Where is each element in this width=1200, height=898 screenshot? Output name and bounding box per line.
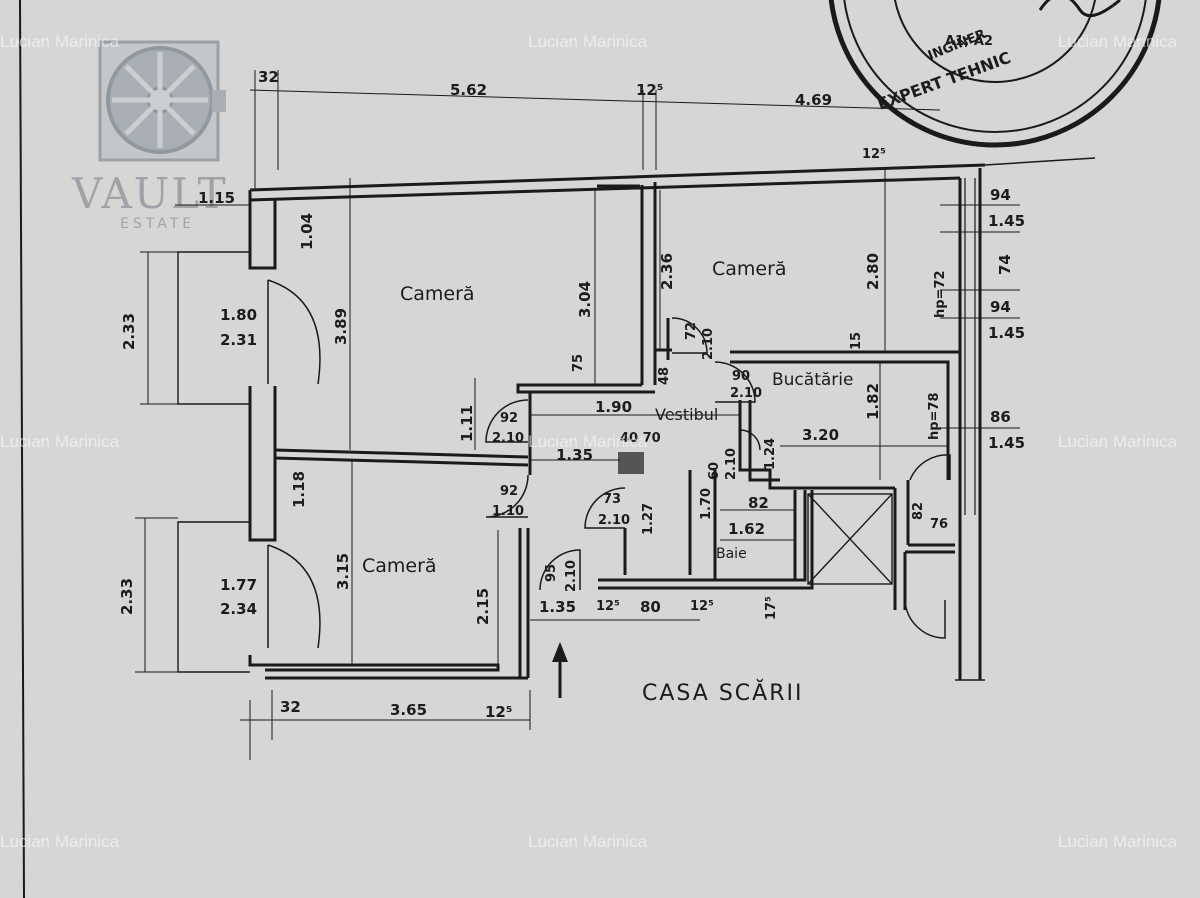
dim-mid-111: 1.11 bbox=[458, 405, 476, 442]
dim-left-231: 2.31 bbox=[220, 331, 257, 349]
engineer-stamp: INGINER EXPERT TEHNIC A1; A2 bbox=[828, 0, 1162, 148]
dim-r-86: 86 bbox=[990, 408, 1011, 426]
dim-left-180: 1.80 bbox=[220, 306, 257, 324]
dimension-labels: 32 5.62 12⁵ 4.69 12⁵ 1.15 1.04 2.33 1.80… bbox=[118, 68, 1025, 721]
dim-r-145a: 1.45 bbox=[988, 212, 1025, 230]
dim-left-118: 1.18 bbox=[290, 471, 308, 508]
entrance-arrow-icon bbox=[552, 642, 568, 698]
dim-left-234: 2.34 bbox=[220, 600, 257, 618]
dim-mid-236: 2.36 bbox=[658, 253, 676, 290]
dim-mid-82: 82 bbox=[748, 494, 769, 512]
logo-sub: ESTATE bbox=[120, 216, 195, 232]
dim-mid-135a: 1.35 bbox=[556, 446, 593, 464]
door-92-110-h: 1.10 bbox=[492, 504, 524, 519]
dim-bot-125: 12⁵ bbox=[485, 703, 512, 721]
stamp-line3: A1; A2 bbox=[945, 34, 993, 49]
dim-left-233a: 2.33 bbox=[120, 313, 138, 350]
room-baie: Baie bbox=[716, 546, 747, 562]
dim-top-125: 12⁵ bbox=[636, 81, 663, 99]
door-92-210-w: 92 bbox=[500, 411, 518, 426]
dim-mid-215: 2.15 bbox=[474, 588, 492, 625]
dim-mid-190: 1.90 bbox=[595, 398, 632, 416]
dim-mid-320: 3.20 bbox=[802, 426, 839, 444]
dim-mid-135b: 1.35 bbox=[539, 598, 576, 616]
dim-mid-127: 1.27 bbox=[641, 503, 656, 535]
dim-mid-175: 17⁵ bbox=[764, 596, 779, 620]
door-60-210-w: 60 bbox=[707, 462, 722, 480]
door-72-210-h: 2.10 bbox=[701, 328, 716, 360]
logo-brand: VAULT bbox=[71, 169, 228, 218]
dim-left-233b: 2.33 bbox=[118, 578, 136, 615]
doors bbox=[267, 279, 951, 649]
dim-mid-170: 1.70 bbox=[699, 488, 714, 520]
door-labels: 92 2.10 92 1.10 73 2.10 95 2.10 90 2.10 … bbox=[492, 322, 762, 592]
dim-mid-162: 1.62 bbox=[728, 520, 765, 538]
room-camera-top-left: Cameră bbox=[400, 283, 475, 305]
dim-bot-365: 3.65 bbox=[390, 701, 427, 719]
dim-mid-182: 1.82 bbox=[864, 383, 882, 420]
room-vestibul: Vestibul bbox=[655, 405, 718, 424]
dim-r-76: 76 bbox=[930, 517, 948, 532]
dim-mid-80: 80 bbox=[640, 598, 661, 616]
dim-top-562: 5.62 bbox=[450, 81, 487, 99]
dim-r-hp72: hp=72 bbox=[933, 270, 948, 318]
dim-r-94b: 94 bbox=[990, 298, 1011, 316]
dim-bot-32: 32 bbox=[280, 698, 301, 716]
dim-mid-304: 3.04 bbox=[576, 281, 594, 318]
door-73-210-w: 73 bbox=[603, 492, 621, 507]
door-92-110-w: 92 bbox=[500, 484, 518, 499]
dim-mid-40-70: 40 70 bbox=[620, 431, 661, 446]
room-bucatarie: Bucătărie bbox=[772, 370, 853, 390]
dim-left-115: 1.15 bbox=[198, 189, 235, 207]
room-camera-bottom: Cameră bbox=[362, 555, 437, 577]
door-95-210-w: 95 bbox=[544, 564, 559, 582]
dim-left-315: 3.15 bbox=[334, 553, 352, 590]
dim-mid-280: 2.80 bbox=[864, 253, 882, 290]
door-90-210-w: 90 bbox=[732, 369, 750, 384]
dim-top-125b: 12⁵ bbox=[862, 147, 886, 162]
room-camera-top-right: Cameră bbox=[712, 258, 787, 280]
dim-mid-15: 15 bbox=[849, 332, 864, 350]
room-casa-scarii: CASA SCĂRII bbox=[642, 679, 803, 706]
dim-mid-48: 48 bbox=[657, 367, 672, 385]
dim-left-177: 1.77 bbox=[220, 576, 257, 594]
room-labels: Cameră Cameră Cameră Vestibul Bucătărie … bbox=[362, 258, 853, 706]
dim-left-389: 3.89 bbox=[332, 308, 350, 345]
paper-edge-line bbox=[19, 0, 25, 898]
dim-top-32: 32 bbox=[258, 68, 279, 86]
door-73-210-h: 2.10 bbox=[598, 513, 630, 528]
dimension-lines bbox=[135, 70, 1020, 760]
dim-r-145b: 1.45 bbox=[988, 324, 1025, 342]
dim-mid-75: 75 bbox=[571, 354, 586, 372]
dim-mid-125c: 12⁵ bbox=[596, 599, 620, 614]
dim-r-hp78: hp=78 bbox=[927, 392, 942, 440]
stamp-signature bbox=[1038, 0, 1121, 18]
vault-logo: VAULT ESTATE bbox=[71, 40, 228, 232]
dim-mid-125d: 12⁵ bbox=[690, 599, 714, 614]
dim-mid-124: 1.24 bbox=[763, 438, 778, 470]
dim-r-145c: 1.45 bbox=[988, 434, 1025, 452]
dim-left-104: 1.04 bbox=[298, 213, 316, 250]
door-90-210-h: 2.10 bbox=[730, 386, 762, 401]
walls bbox=[177, 157, 1096, 681]
door-92-210-h: 2.10 bbox=[492, 431, 524, 446]
dim-r-82: 82 bbox=[911, 502, 926, 520]
door-60-210-h: 2.10 bbox=[724, 448, 739, 480]
chimney-hatch bbox=[618, 452, 644, 474]
dim-top-469: 4.69 bbox=[795, 91, 832, 109]
dim-r-74: 74 bbox=[996, 254, 1014, 275]
door-72-210-w: 72 bbox=[684, 322, 699, 340]
door-95-210-h: 2.10 bbox=[564, 560, 579, 592]
dim-r-94a: 94 bbox=[990, 186, 1011, 204]
